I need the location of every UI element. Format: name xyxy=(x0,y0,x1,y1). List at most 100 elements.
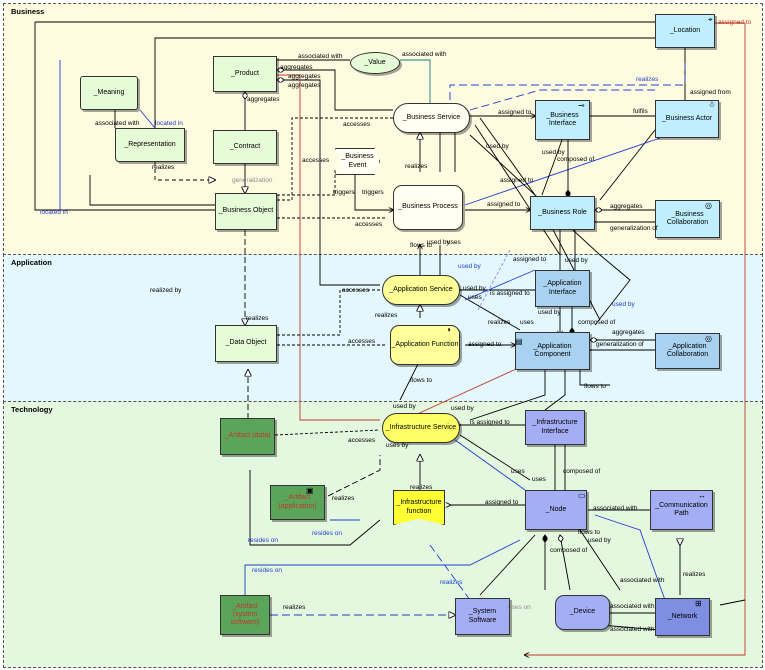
rel-label: composed of xyxy=(557,156,595,163)
device-element[interactable]: _Device xyxy=(555,595,610,630)
location-pin-icon: ⌖ xyxy=(708,15,713,24)
rel-label: resides on xyxy=(248,537,278,544)
rel-label: uses by xyxy=(386,442,409,449)
rel-label: used by xyxy=(565,257,588,264)
node-element[interactable]: _Node xyxy=(525,490,587,530)
application-service-element[interactable]: _Application Service xyxy=(382,275,460,305)
rel-label: flows to xyxy=(410,377,433,384)
rel-label: flows to xyxy=(584,383,607,390)
rel-label: used by xyxy=(612,301,635,308)
interface-lollipop-icon: ⊸ xyxy=(578,101,585,110)
rel-label: generalization of xyxy=(610,225,658,232)
rel-label: realizes xyxy=(683,571,706,578)
rel-label: used by xyxy=(542,149,565,156)
application-interface-element[interactable]: _Application Interface xyxy=(535,270,590,307)
rel-label: used by xyxy=(393,403,416,410)
rel-label: realized by xyxy=(150,287,182,294)
rel-label: aggregates xyxy=(280,64,313,71)
rel-label: used by xyxy=(588,537,611,544)
rel-label: assigned to xyxy=(468,341,502,348)
rel-label: assigned from xyxy=(690,89,731,96)
rel-label: resides on xyxy=(312,530,342,537)
rel-label: associated with xyxy=(402,51,447,58)
artifact-application-element[interactable]: _Artifact (application) xyxy=(270,485,325,520)
rel-label: uses xyxy=(520,319,534,326)
collaboration-circles-icon: ◎ xyxy=(705,201,712,210)
rel-label: is assigned to xyxy=(490,290,530,297)
rel-label: realizes xyxy=(246,315,269,322)
rel-label: used by xyxy=(458,263,481,270)
contract-element[interactable]: _Contract xyxy=(213,130,277,164)
representation-element[interactable]: _Representation xyxy=(115,128,185,162)
rel-label: accesses xyxy=(302,157,330,164)
rel-label: located in xyxy=(155,120,183,127)
rel-label: realizes xyxy=(488,319,511,326)
rel-label: used by xyxy=(486,143,509,150)
system-software-element[interactable]: _System Software xyxy=(455,598,510,635)
artifact-icon: ▣ xyxy=(306,486,314,495)
meaning-element[interactable]: _Meaning xyxy=(80,76,138,110)
rel-label: resides on xyxy=(252,567,282,574)
rel-label: used by xyxy=(451,405,474,412)
rel-label: generalization of xyxy=(596,341,644,348)
rel-label: assigned to xyxy=(500,177,534,184)
location-element[interactable]: _Location xyxy=(655,14,715,48)
data-object-element[interactable]: _Data Object xyxy=(215,325,277,362)
rel-label: used by xyxy=(427,239,450,246)
rel-label: triggers xyxy=(333,189,355,196)
business-object-element[interactable]: _Business Object xyxy=(215,193,277,230)
business-process-element[interactable]: _Business Process xyxy=(393,185,463,230)
business-event-element[interactable]: _Business Event xyxy=(335,148,380,175)
rel-label: fulfils xyxy=(633,108,648,115)
rel-label: assigned to xyxy=(498,109,532,116)
infrastructure-interface-element[interactable]: _Infrastructure Interface xyxy=(525,410,585,445)
application-layer-title: Application xyxy=(11,258,52,267)
rel-label: aggregates xyxy=(288,82,321,89)
rel-label: accesses xyxy=(355,221,383,228)
function-icon: ◑ xyxy=(446,325,451,334)
rel-label: composed of xyxy=(578,319,616,326)
rel-label: flows to xyxy=(410,242,433,249)
rel-label: uses xyxy=(511,468,525,475)
rel-label: uses xyxy=(447,239,461,246)
rel-label: located in xyxy=(40,209,68,216)
network-icon: ⊞ xyxy=(695,599,702,608)
rel-label: composed of xyxy=(550,547,588,554)
component-icon: ▤ xyxy=(515,337,523,346)
rel-label: realizes xyxy=(440,579,463,586)
rel-label: associated with xyxy=(620,577,665,584)
rel-label: associated with xyxy=(95,120,140,127)
rel-label: assigned to xyxy=(513,256,547,263)
rel-label: realizes xyxy=(375,312,398,319)
business-role-element[interactable]: _Business Role xyxy=(530,196,595,230)
rel-label: assigned to xyxy=(718,19,752,26)
rel-label: uses xyxy=(468,294,482,301)
artifact-system-software-element[interactable]: _Artifact (system software) xyxy=(220,595,270,635)
application-component-element[interactable]: _Application Component xyxy=(515,332,590,370)
product-element[interactable]: _Product xyxy=(213,56,277,92)
rel-label: accesses xyxy=(342,287,370,294)
infrastructure-service-element[interactable]: _Infrastructure Service xyxy=(382,413,460,443)
rel-label: uses on xyxy=(508,604,531,611)
communication-path-icon: ↔ xyxy=(698,491,706,500)
rel-label: flows to xyxy=(578,529,601,536)
rel-label: used by xyxy=(538,309,561,316)
node-box-icon: ▭ xyxy=(578,491,586,500)
rel-label: generalization xyxy=(232,177,273,184)
rel-label: aggregates xyxy=(247,96,280,103)
rel-label: accesses xyxy=(343,121,371,128)
rel-label: associated with xyxy=(298,53,343,60)
rel-label: assigned to xyxy=(487,201,521,208)
rel-label: accesses xyxy=(348,338,376,345)
rel-label: aggregates xyxy=(612,329,645,336)
rel-label: composed of xyxy=(563,468,601,475)
business-service-element[interactable]: _Business Service xyxy=(393,103,470,133)
application-layer: Application xyxy=(3,254,763,403)
value-element[interactable]: _Value xyxy=(350,52,400,74)
network-element[interactable]: _Network xyxy=(655,598,710,636)
rel-label: aggregates xyxy=(610,203,643,210)
artifact-data-element[interactable]: _Artifact (data) xyxy=(220,418,275,455)
actor-figure-icon: ☃ xyxy=(708,100,716,109)
rel-label: associated with xyxy=(610,603,655,610)
